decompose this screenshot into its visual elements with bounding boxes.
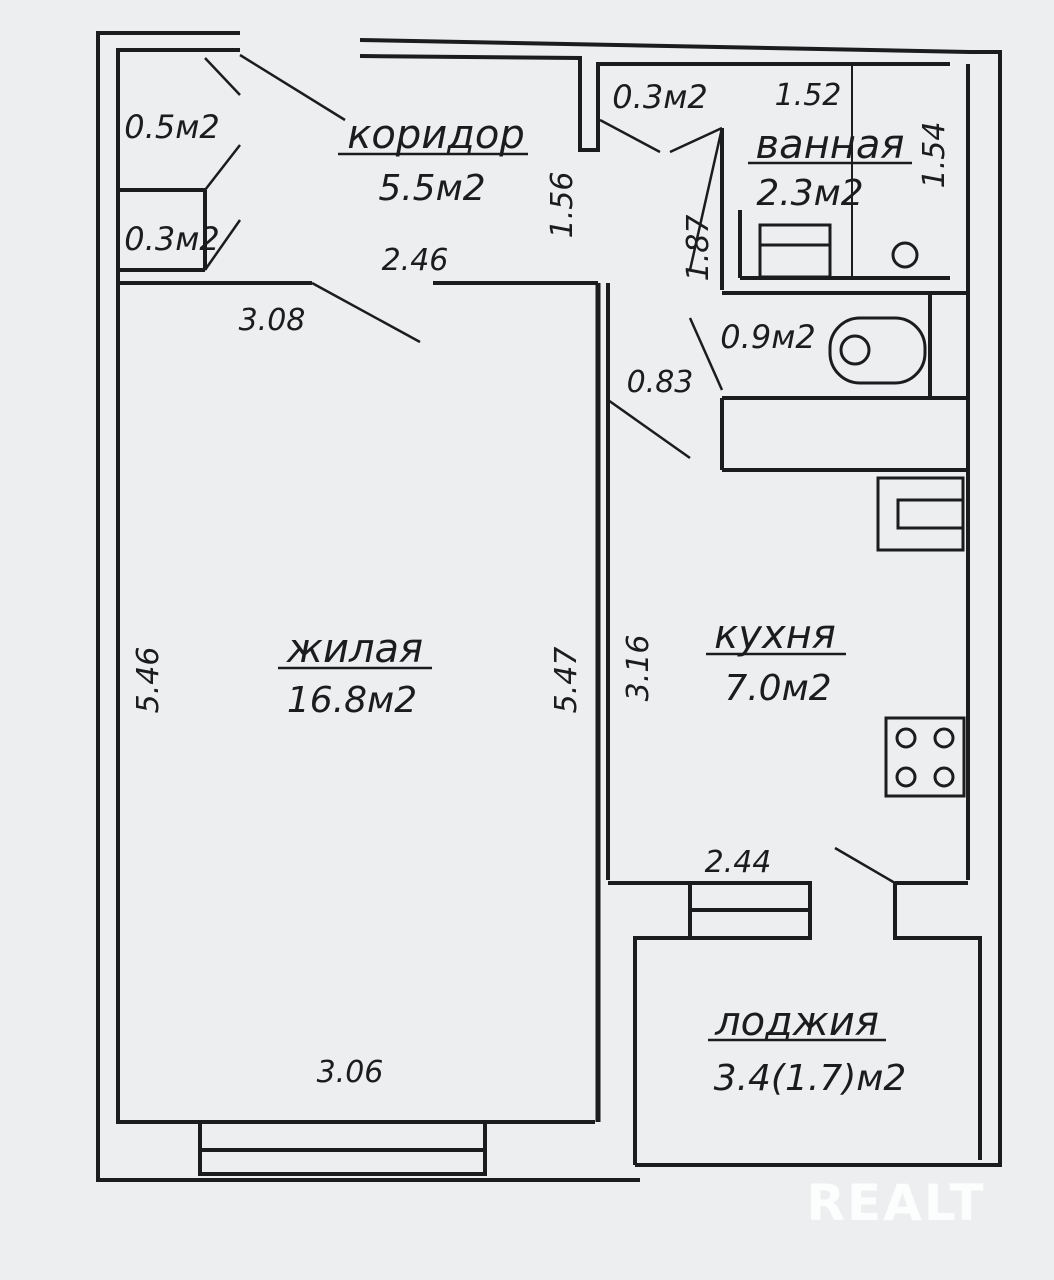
inner-wall-left <box>116 48 240 1124</box>
bathroom-area: 2.3м2 <box>756 173 863 214</box>
dim-kitchen-width: 2.44 <box>705 845 772 880</box>
dim-bath-width: 1.52 <box>775 78 842 113</box>
corridor-name: коридор <box>347 112 525 158</box>
living-area: 16.8м2 <box>287 680 417 721</box>
dim-living-bottom: 3.06 <box>317 1055 384 1090</box>
corridor-area: 5.5м2 <box>378 168 485 209</box>
dim-bath-hall: 1.87 <box>681 215 716 282</box>
outer-wall-left <box>96 31 640 1182</box>
closet-top-area: 0.5м2 <box>124 108 219 146</box>
dim-kitchen-depth: 3.16 <box>621 635 656 702</box>
fixtures <box>758 223 966 798</box>
dim-corridor-width: 2.46 <box>382 243 449 278</box>
dim-bath-depth: 1.54 <box>917 122 952 189</box>
loggia-area: 3.4(1.7)м2 <box>714 1058 907 1099</box>
dim-corridor-depth: 1.56 <box>545 172 580 239</box>
loggia-name: лоджия <box>714 999 879 1045</box>
living-name: жилая <box>286 626 423 672</box>
dim-toilet-door: 0.83 <box>627 365 694 400</box>
watermark: REALT <box>806 1174 985 1232</box>
bathroom-name: ванная <box>756 122 905 168</box>
niche-area: 0.3м2 <box>612 78 707 116</box>
kitchen-name: кухня <box>714 612 836 658</box>
bath-drain-icon <box>891 241 919 269</box>
inner-wall-top <box>359 54 950 152</box>
kitchen-area: 7.0м2 <box>724 668 831 709</box>
toilet-area: 0.9м2 <box>720 318 815 356</box>
stove-icon <box>884 716 966 798</box>
walls <box>96 31 1002 1182</box>
closet-bottom-area: 0.3м2 <box>124 220 219 258</box>
outer-wall-right <box>359 38 1002 1167</box>
dim-living-left: 5.46 <box>131 647 166 714</box>
toilet-icon <box>828 316 927 385</box>
dim-living-right: 5.47 <box>549 647 584 714</box>
dim-living-top: 3.08 <box>239 303 306 338</box>
washbasin <box>758 223 832 279</box>
